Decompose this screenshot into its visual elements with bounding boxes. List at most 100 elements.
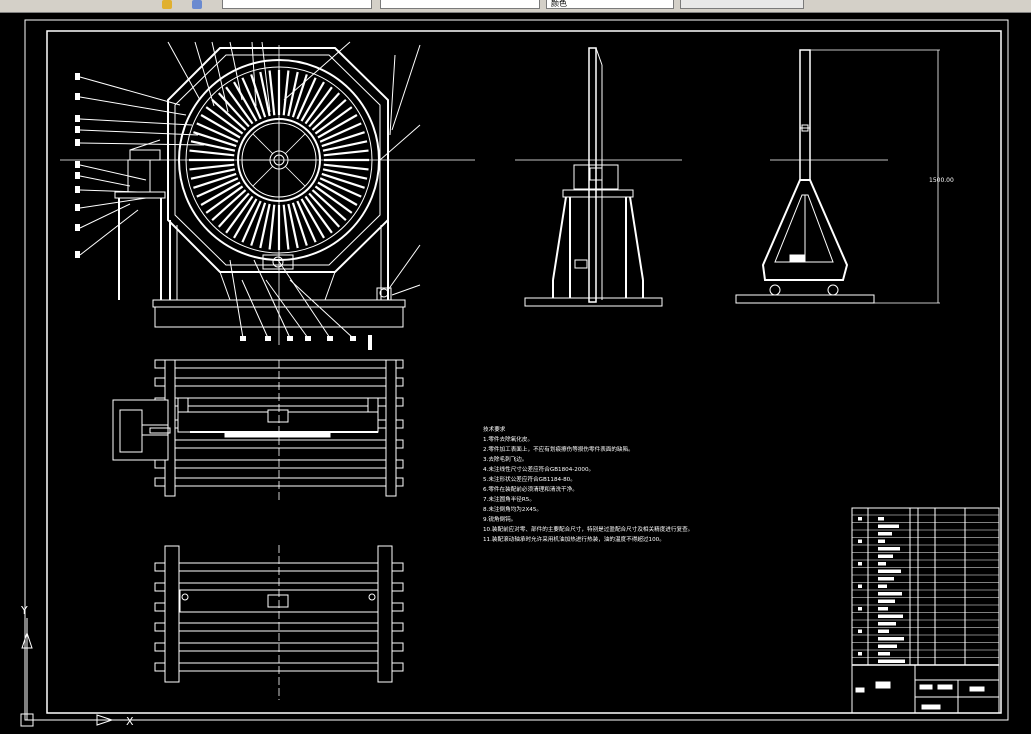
tech-note: 5.未注形状公差应符合GB1184-80。: [483, 475, 576, 483]
bom-cell-text: [858, 539, 862, 543]
balloon-marker: [75, 186, 80, 193]
leader-line: [79, 118, 193, 126]
drum-spoke: [321, 172, 365, 189]
drum-spoke: [287, 203, 299, 249]
leader-line: [167, 41, 201, 101]
balloon-marker: [350, 336, 356, 341]
bom-cell-text: [878, 592, 902, 596]
outer-frame: [24, 19, 1009, 721]
drum-spoke: [225, 195, 254, 234]
balloon-marker: [75, 115, 80, 122]
technical-notes: 技术要求 1.零件去除氧化皮。 2.零件加工表面上，不应有划痕擦伤等损伤零件表面…: [483, 425, 693, 543]
leader-line: [229, 41, 243, 101]
drum-spoke: [323, 149, 369, 157]
plan-view-top: [112, 359, 404, 500]
bom-cell-text: [878, 539, 885, 543]
bom-cell-text: [878, 517, 884, 521]
tech-note: 10.装配前应对零、部件的主要配合尺寸，特别是过盈配合尺寸及相关精度进行复查。: [483, 525, 693, 533]
bom-cell-text: [878, 584, 887, 588]
drum-spoke: [241, 200, 262, 243]
linetype-dropdown[interactable]: 颜色: [546, 0, 674, 9]
drum-spoke: [250, 74, 267, 118]
drum-spoke: [282, 70, 290, 116]
drum-spoke: [308, 92, 341, 128]
leader-line: [79, 129, 199, 136]
drum-spoke: [190, 168, 236, 180]
drum-spoke: [190, 140, 236, 152]
drum-spoke: [205, 106, 244, 135]
balloon-marker: [75, 204, 80, 211]
leader-line: [79, 142, 205, 146]
leader-line: [283, 41, 351, 101]
drum-spoke: [211, 189, 247, 222]
balloon-marker: [75, 161, 80, 168]
bom-cell-text: [878, 562, 886, 566]
layer-state-icon[interactable]: [162, 0, 172, 9]
drum-spoke: [233, 198, 258, 239]
drum-spoke: [259, 71, 271, 117]
drum-spoke: [311, 189, 347, 222]
bom-cell-text: [878, 652, 890, 656]
side-view: [515, 47, 682, 307]
properties-toolbar: 颜色: [0, 0, 1031, 13]
right-base: [735, 294, 875, 304]
drum-spoke: [196, 177, 239, 198]
side-table: [114, 191, 166, 199]
balloon-marker: [75, 93, 80, 100]
drum-spoke: [322, 140, 368, 152]
drum-spoke: [321, 131, 365, 148]
drum-spoke: [311, 98, 347, 131]
balloon-marker: [75, 126, 80, 133]
tech-title: 技术要求: [483, 425, 506, 433]
side-table-top: [562, 189, 634, 198]
drum-spoke: [282, 204, 290, 250]
balloon-marker: [265, 336, 271, 341]
color-dropdown[interactable]: [380, 0, 540, 9]
drawing-canvas[interactable]: 1500.00: [0, 13, 1031, 734]
leader-line: [79, 189, 139, 193]
bom-cell-text: [858, 629, 862, 633]
leader-line: [79, 96, 187, 116]
balloon-marker: [327, 336, 333, 341]
drum-spoke: [200, 181, 241, 206]
drum-spoke: [308, 192, 341, 228]
right-view: [735, 49, 940, 304]
drum-spoke: [319, 122, 362, 143]
bom-cell-text: [878, 659, 905, 663]
drum-spoke: [211, 98, 247, 131]
bom-cell-text: [878, 569, 901, 573]
balloon-marker: [305, 336, 311, 341]
bom-cell-text: [878, 554, 893, 558]
drum-spoke: [196, 122, 239, 143]
leader-line: [241, 279, 269, 339]
drum-spoke: [300, 198, 325, 239]
layer-properties-icon[interactable]: [192, 0, 202, 9]
tech-note: 6.零件在装配前必须清理和清洗干净。: [483, 485, 578, 493]
drum-spoke: [189, 149, 235, 157]
tech-note: 7.未注圆角半径R5。: [483, 495, 535, 503]
drum-spoke: [200, 114, 241, 139]
drum-spoke: [322, 168, 368, 180]
leader-line: [277, 259, 331, 339]
leader-line: [261, 41, 271, 113]
bom-cell-text: [858, 517, 862, 521]
bom-cell-text: [878, 547, 900, 551]
hub-spoke: [252, 133, 273, 154]
bom-cell-text: [858, 562, 862, 566]
balloon-marker: [75, 73, 80, 80]
leader-line: [251, 41, 257, 107]
title-block: [851, 507, 1000, 714]
leader-line: [79, 203, 131, 229]
layer-dropdown[interactable]: [222, 0, 372, 9]
tech-note: 8.未注倒角均为2X45。: [483, 505, 542, 513]
drum-spoke: [296, 77, 317, 120]
plotstyle-dropdown[interactable]: [680, 0, 804, 9]
drum-spoke: [304, 195, 333, 234]
leader-line: [79, 175, 131, 187]
side-base: [524, 297, 663, 307]
drum-spoke: [319, 177, 362, 198]
bom-cell-text: [878, 629, 889, 633]
drum-spoke: [268, 204, 276, 250]
drum-spokes: [189, 70, 369, 250]
drum-spoke: [189, 163, 235, 171]
